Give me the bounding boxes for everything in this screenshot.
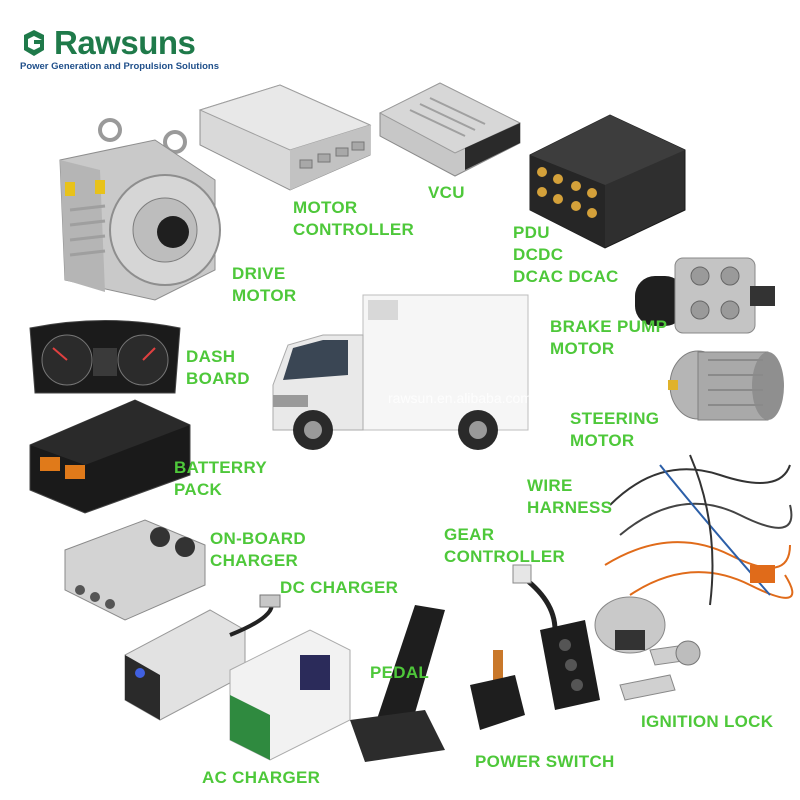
ac-charger-label: AC CHARGER: [202, 768, 321, 787]
motor-controller-label: MOTOR CONTROLLER: [293, 198, 415, 239]
pdu-image: [529, 114, 686, 249]
pedal-label: PEDAL: [370, 663, 430, 682]
dc-charger-label: DC CHARGER: [280, 578, 399, 597]
rawsuns-logo-icon: [24, 30, 44, 56]
on-board-charger-image: [64, 519, 206, 621]
battery-pack-image: [29, 399, 191, 514]
ignition-lock-image: [594, 596, 701, 701]
vcu-label: VCU: [428, 183, 465, 202]
dash-board-label: DASH BOARD: [186, 347, 250, 388]
brake-pump-image: [635, 257, 775, 334]
brake-pump-motor-label: BRAKE PUMP MOTOR: [550, 317, 668, 358]
steering-motor-label: STEERING MOTOR: [570, 409, 660, 450]
watermark: rawsun.en.alibaba.com: [388, 390, 532, 406]
brand-logo: Rawsuns Power Generation and Propulsion …: [20, 24, 219, 72]
truck-image: [272, 294, 529, 450]
pedal-image: [350, 605, 445, 762]
drive-motor-label: DRIVE MOTOR: [232, 264, 297, 305]
power-switch-image: [470, 650, 525, 730]
power-switch-label: POWER SWITCH: [475, 752, 615, 771]
vcu-image: [378, 82, 522, 177]
ignition-lock-label: IGNITION LOCK: [641, 712, 774, 731]
brand-name: Rawsuns: [54, 24, 196, 61]
motor-controller-image: [198, 84, 372, 191]
steering-motor-image: [668, 350, 784, 421]
wire-harness-label: WIRE HARNESS: [527, 476, 613, 517]
on-board-charger-label: ON-BOARD CHARGER: [210, 529, 306, 570]
brand-tagline: Power Generation and Propulsion Solution…: [20, 61, 219, 72]
gear-controller-image: [512, 564, 600, 710]
wire-harness-image: [604, 454, 794, 606]
drive-motor-image: [59, 118, 221, 301]
battery-pack-label: BATTERRY PACK: [174, 458, 268, 499]
dash-board-image: [29, 320, 181, 394]
gear-controller-label: GEAR CONTROLLER: [444, 525, 566, 566]
pdu-label: PDU DCDC DCAC DCAC: [513, 223, 619, 286]
dc-charger-image: [124, 594, 281, 721]
ac-charger-image: [229, 629, 351, 761]
